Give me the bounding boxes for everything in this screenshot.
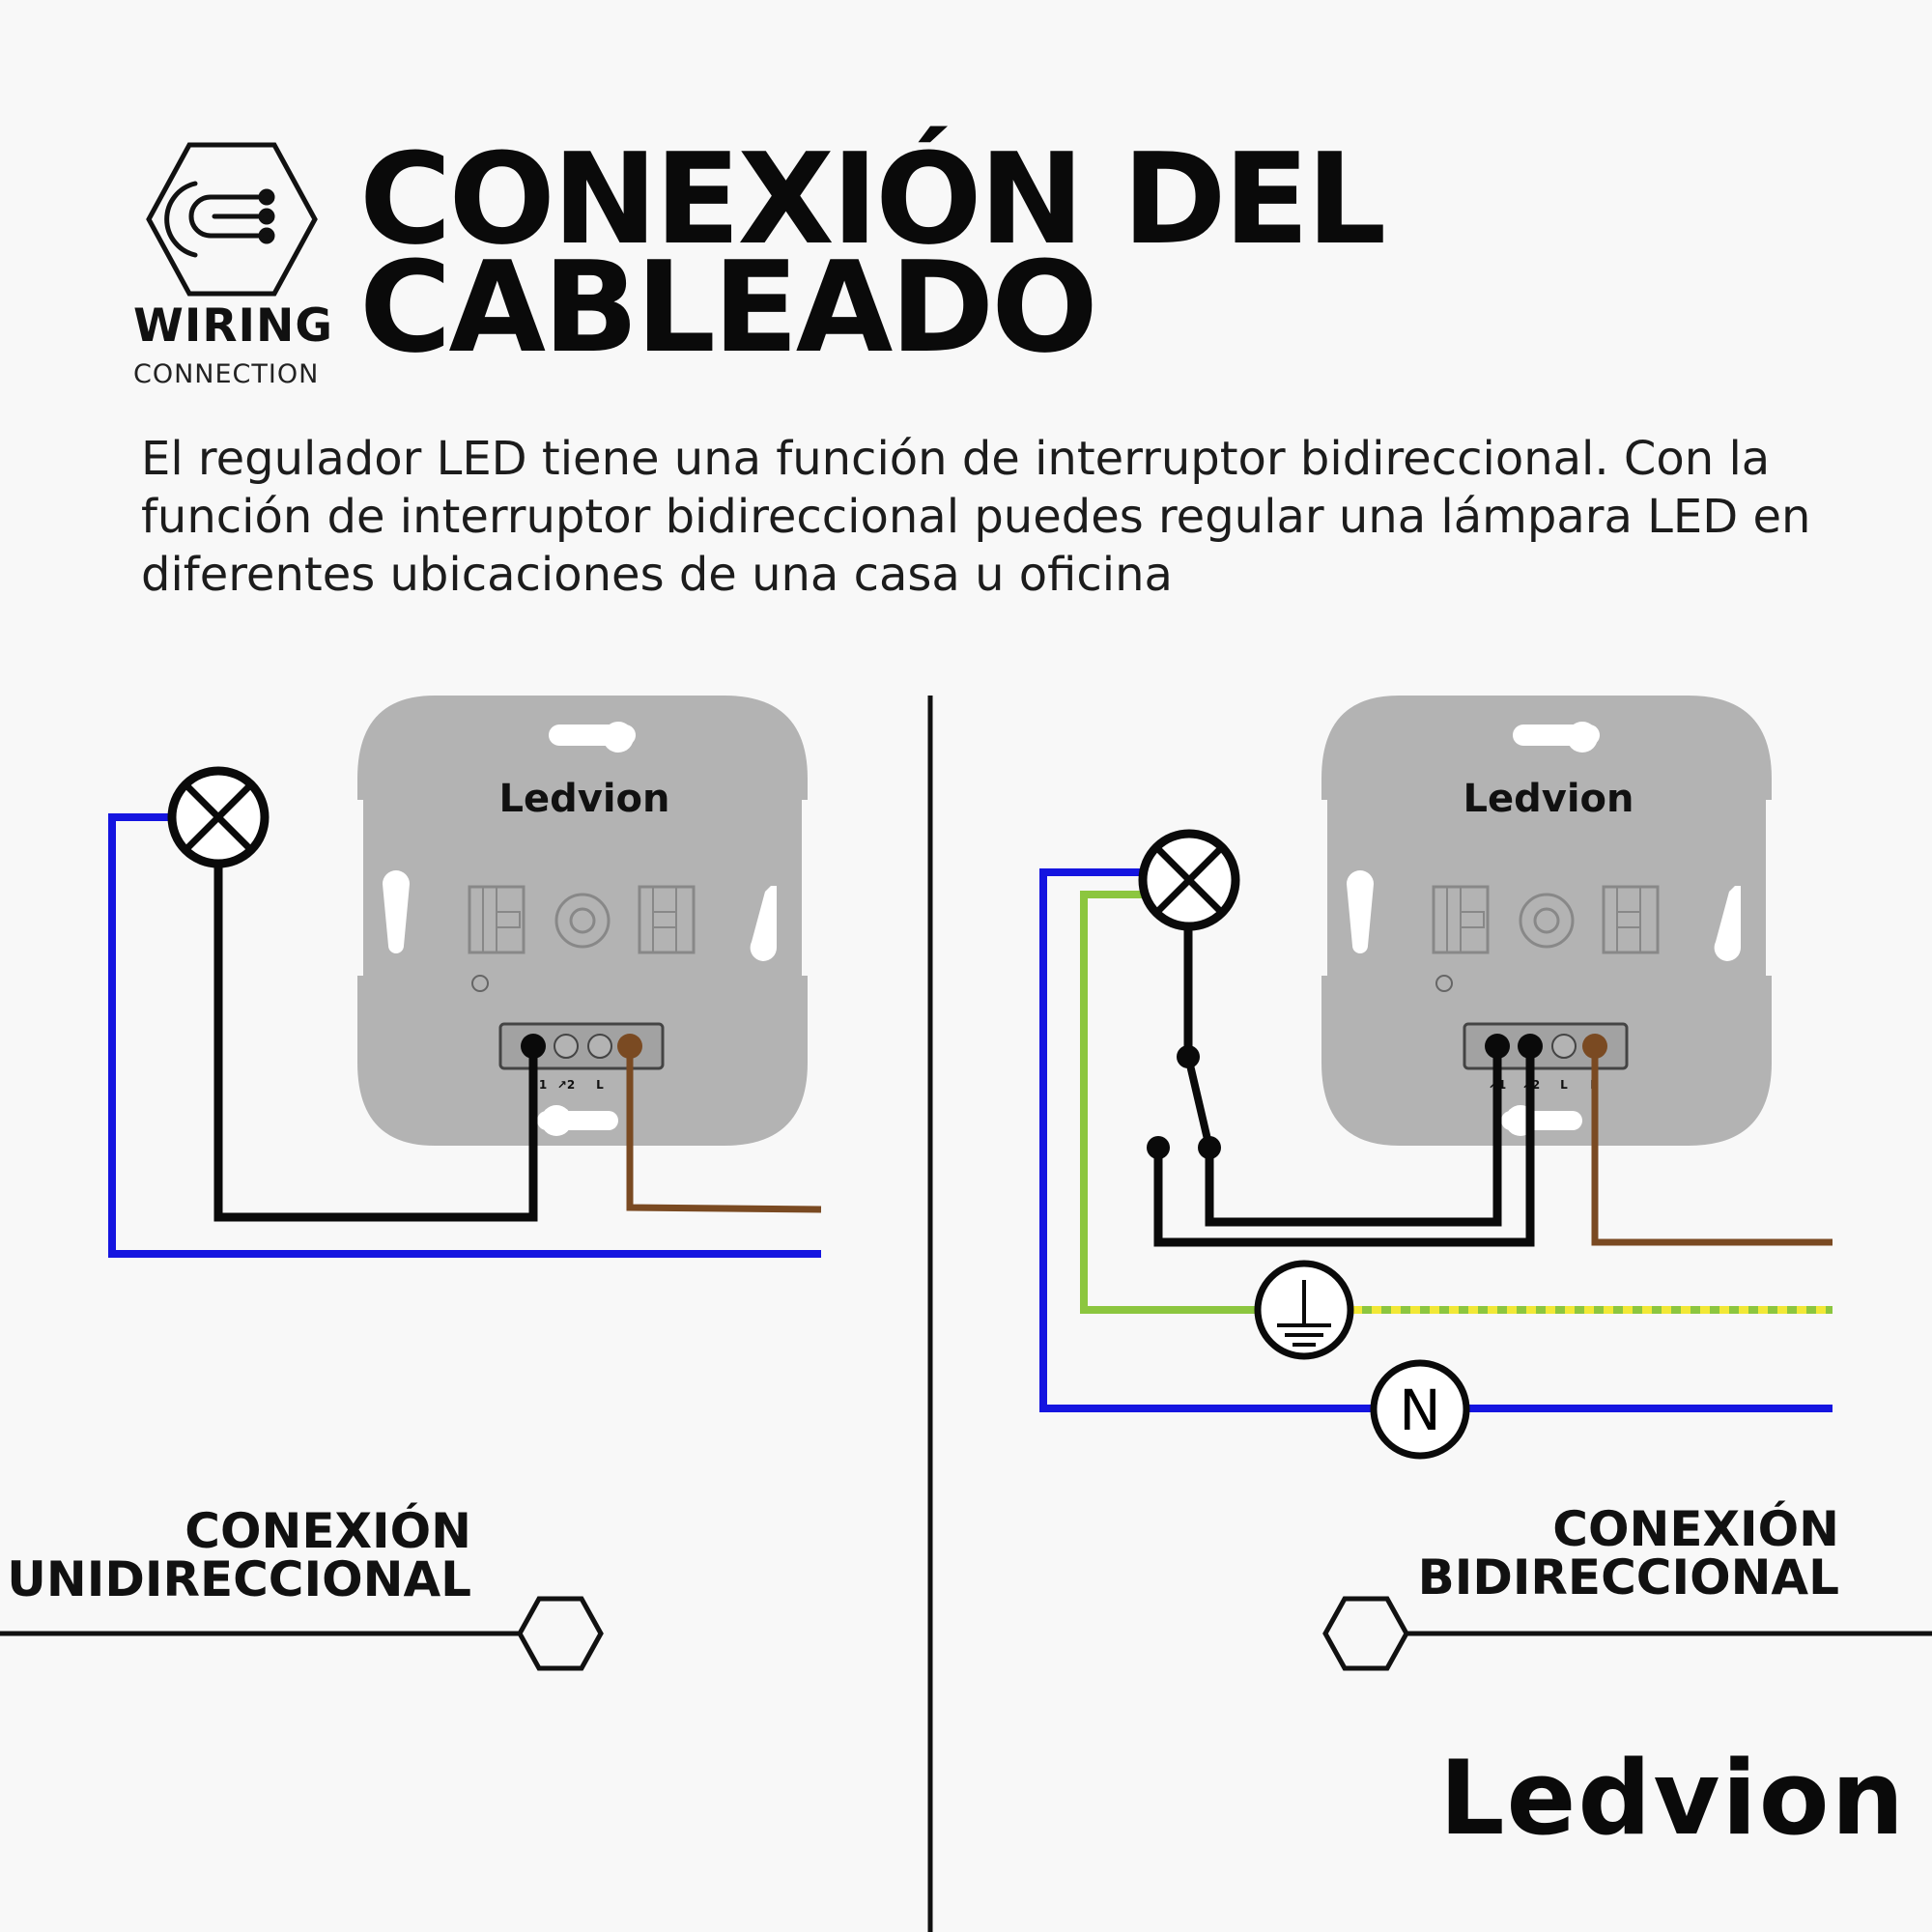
lamp-icon-left (167, 766, 270, 868)
intro-paragraph: El regulador LED tiene una función de in… (141, 432, 1811, 602)
wires-right (1039, 868, 1833, 1412)
svg-text:N: N (1399, 1378, 1440, 1443)
svg-text:L: L (596, 1078, 604, 1092)
switch-lever (1184, 1056, 1213, 1149)
section-rule-left (0, 1596, 604, 1671)
dimmer-device-left: Ledvion ↗1 ↗2 L L (357, 696, 808, 1146)
wires-left (108, 813, 822, 1258)
earth-wire-right (1080, 891, 1256, 1314)
switch-wire-left (213, 865, 538, 1222)
dimmer-device-right: Ledvion ↗1 ↗2 L L (1321, 696, 1772, 1146)
device-brand-right: Ledvion (1463, 777, 1634, 821)
traveler-wire-1 (1205, 1046, 1502, 1227)
traveler-wire-2 (1153, 1046, 1535, 1247)
svg-text:L: L (1560, 1078, 1568, 1092)
title-line-1: CONEXIÓN DEL (359, 126, 1386, 272)
brand-logo-footer: Ledvion (1439, 1739, 1907, 1858)
device-brand-left: Ledvion (499, 777, 670, 821)
section-label-bidirectional: CONEXIÓN BIDIRECCIONAL (1417, 1501, 1839, 1605)
earth-symbol-icon (1254, 1260, 1354, 1360)
section-label-unidirectional: CONEXIÓN UNIDIRECCIONAL (7, 1503, 471, 1607)
badge-wiring-label: WIRING (133, 299, 333, 353)
section-rule-right (1322, 1596, 1932, 1671)
live-wire-left (626, 1046, 822, 1213)
page-title: CONEXIÓN DEL CABLEADO (359, 126, 1386, 381)
wiring-badge-icon (146, 142, 318, 297)
live-wire-right (1591, 1046, 1833, 1246)
lamp-icon-right (1138, 829, 1240, 931)
neutral-wire-left (108, 813, 821, 1258)
badge-connection-label: CONNECTION (133, 359, 320, 389)
title-line-2: CABLEADO (359, 234, 1098, 381)
neutral-symbol-icon: N (1370, 1359, 1470, 1460)
neutral-wire-right (1039, 868, 1372, 1412)
svg-text:↗2: ↗2 (557, 1078, 575, 1092)
